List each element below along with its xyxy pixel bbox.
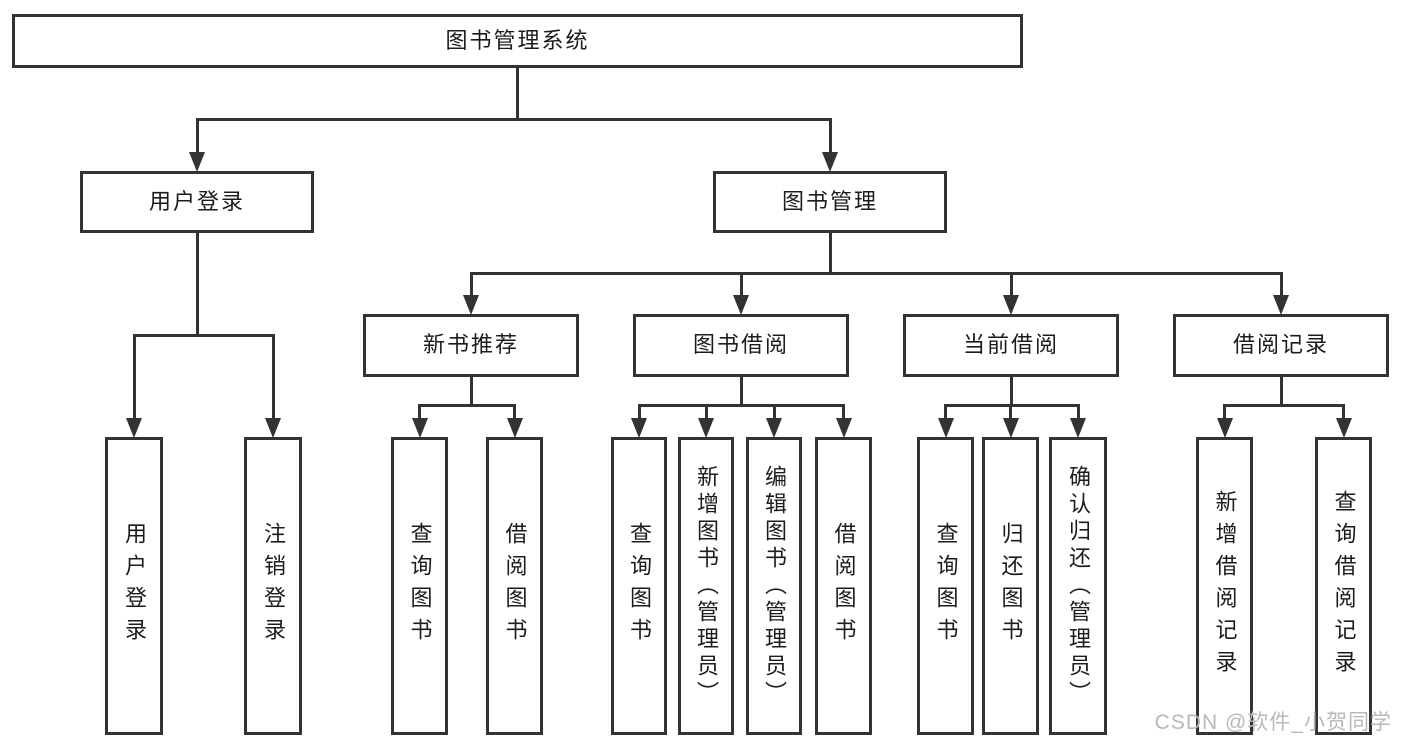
connector-branch-bb-add [704,405,708,421]
arrowhead-cb-return [1002,418,1019,438]
arrowhead-current-borrow [1003,295,1019,315]
arrowhead-user-login [189,152,205,172]
connector-bus-root [195,117,832,121]
node-label-rec-borrow: 借阅图书 [502,522,528,650]
node-br-query: 查询借阅记录 [1315,437,1372,735]
node-bb-edit: 编辑图书（管理员） [746,437,802,735]
node-leaf-logout: 注销登录 [244,437,302,735]
connector-stem-book-borrow [739,376,743,407]
connector-bus-user-login [132,333,275,337]
connector-stem-book-mgmt [828,232,832,275]
node-rec-query: 查询图书 [391,437,448,735]
arrowhead-rec-borrow [506,418,523,438]
connector-branch-current-borrow [1009,273,1013,298]
node-cb-confirm: 确认归还（管理员） [1049,437,1107,735]
node-label-bb-query: 查询图书 [627,522,652,650]
arrowhead-bb-query [631,418,647,438]
node-label-cb-query: 查询图书 [933,522,959,650]
connector-branch-cb-query [944,405,947,421]
node-book-mgmt: 图书管理 [713,171,947,233]
connector-branch-rec-query [418,405,421,421]
node-label-new-book-rec: 新书推荐 [422,332,519,358]
node-label-book-mgmt: 图书管理 [781,188,878,214]
node-label-book-borrow: 图书借阅 [692,332,789,358]
node-label-br-add: 新增借阅记录 [1212,490,1238,682]
node-label-root: 图书管理系统 [445,27,590,53]
connector-branch-rec-borrow [513,405,516,421]
node-label-borrow-records: 借阅记录 [1232,332,1329,358]
connector-stem-user-login [195,232,199,337]
node-bb-add: 新增图书（管理员） [678,437,734,735]
connector-stem-borrow-records [1279,376,1283,407]
connector-branch-br-add [1223,405,1226,421]
connector-branch-leaf-login [132,335,136,421]
arrowhead-bb-add [698,418,714,438]
arrowhead-br-query [1335,418,1352,438]
connector-branch-bb-query [637,405,641,421]
connector-branch-new-book-rec [469,273,473,298]
node-label-cb-confirm: 确认归还（管理员） [1066,464,1091,708]
connector-branch-book-mgmt [828,119,832,155]
connector-stem-new-book-rec [469,376,473,407]
arrowhead-borrow-records [1273,295,1289,315]
node-book-borrow: 图书借阅 [633,314,849,377]
connector-branch-cb-confirm [1076,405,1080,421]
connector-branch-cb-return [1009,405,1012,421]
node-label-user-login: 用户登录 [148,188,245,214]
node-label-current-borrow: 当前借阅 [962,332,1059,358]
connector-branch-book-borrow [739,273,743,298]
node-user-login: 用户登录 [80,171,314,233]
connector-bus-borrow-records [1223,403,1345,407]
arrowhead-book-mgmt [822,152,838,172]
arrowhead-book-borrow [733,295,749,315]
connector-bus-book-borrow [637,403,845,407]
node-root: 图书管理系统 [12,14,1023,68]
node-label-leaf-login: 用户登录 [122,522,147,650]
arrowhead-br-add [1216,418,1233,438]
connector-stem-current-borrow [1009,376,1013,407]
arrowhead-cb-confirm [1070,418,1086,438]
node-current-borrow: 当前借阅 [903,314,1119,377]
arrowhead-cb-query [937,418,954,438]
connector-stem-root [516,67,519,121]
node-bb-query: 查询图书 [611,437,667,735]
node-rec-borrow: 借阅图书 [486,437,543,735]
connector-branch-leaf-logout [271,335,275,421]
node-label-bb-add: 新增图书（管理员） [694,464,719,708]
watermark: CSDN @软件_小贺同学 [1154,711,1392,734]
node-label-leaf-logout: 注销登录 [261,522,286,650]
node-leaf-login: 用户登录 [105,437,163,735]
node-borrow-records: 借阅记录 [1173,314,1389,377]
node-label-cb-return: 归还图书 [998,522,1024,650]
arrowhead-bb-edit [766,418,782,438]
node-cb-return: 归还图书 [982,437,1039,735]
arrowhead-new-book-rec [463,295,479,315]
connector-bus-new-book-rec [418,403,516,407]
node-label-rec-query: 查询图书 [407,522,433,650]
connector-branch-borrow-records [1279,273,1283,298]
arrowhead-bb-borrow [835,418,852,438]
connector-branch-br-query [1342,405,1345,421]
connector-bus-book-mgmt [469,271,1283,275]
connector-branch-bb-borrow [842,405,845,421]
node-bb-borrow: 借阅图书 [815,437,872,735]
node-label-bb-edit: 编辑图书（管理员） [762,464,787,708]
node-br-add: 新增借阅记录 [1196,437,1253,735]
node-cb-query: 查询图书 [917,437,974,735]
node-label-br-query: 查询借阅记录 [1331,490,1357,682]
arrowhead-rec-query [411,418,428,438]
arrowhead-leaf-login [126,418,142,438]
node-label-bb-borrow: 借阅图书 [831,522,857,650]
arrowhead-leaf-logout [265,418,281,438]
connector-branch-bb-edit [772,405,776,421]
node-new-book-rec: 新书推荐 [363,314,579,377]
connector-branch-user-login [195,119,199,155]
